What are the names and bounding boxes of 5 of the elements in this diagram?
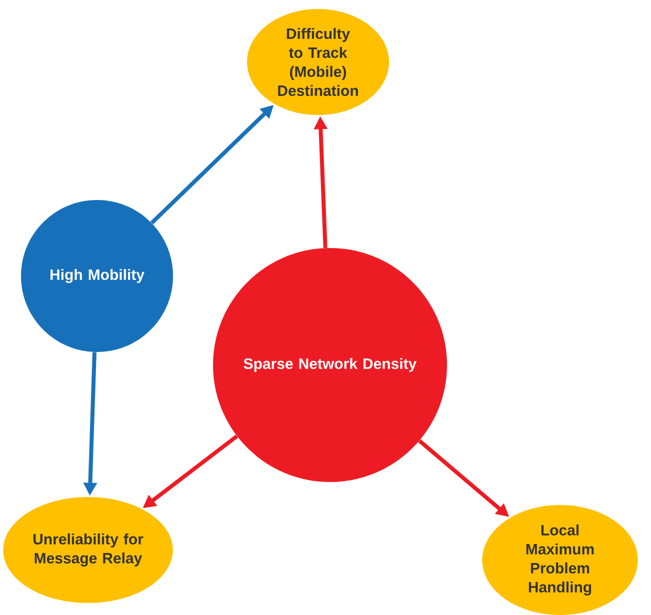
circle-node: High Mobility [21,200,173,352]
ellipse-node: Unreliability for Message Relay [3,497,173,603]
ellipse-node: Local Maximum Problem Handling [482,505,638,615]
circle-node: Sparse Network Density [213,248,447,482]
ellipse-node: Difficulty to Track (Mobile) Destination [247,9,389,115]
